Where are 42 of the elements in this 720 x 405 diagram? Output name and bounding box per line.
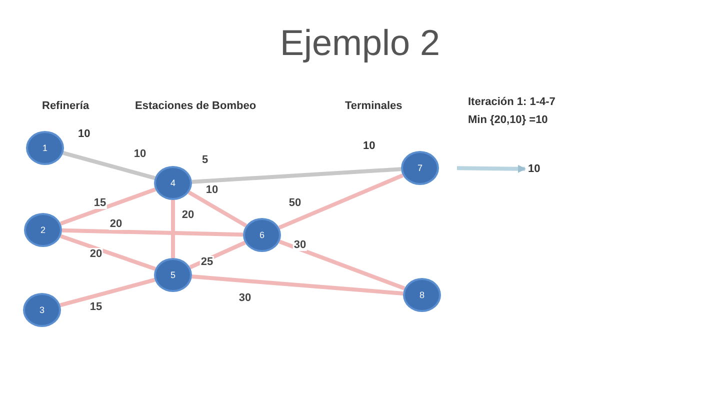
connector-line (60, 278, 156, 308)
connector-line (192, 167, 402, 184)
connector-line (189, 240, 246, 270)
connector-line (192, 274, 404, 296)
edge-label: 10 (132, 148, 148, 160)
edge-label: 10 (204, 184, 220, 196)
edge-label: 25 (200, 256, 214, 268)
edge-label: 15 (88, 301, 104, 313)
node-circle: 1 (28, 133, 62, 163)
connector-line (188, 190, 248, 228)
title: Ejemplo 2 (278, 22, 442, 64)
connector-line (60, 234, 156, 271)
edge-label: 50 (288, 197, 302, 209)
edge-label: 20 (180, 209, 196, 221)
edge-label: 15 (92, 197, 108, 209)
node-circle: 3 (25, 295, 59, 325)
column-heading: Refinería (42, 100, 90, 112)
node-circle: 6 (245, 220, 279, 250)
node-circle: 7 (403, 153, 437, 183)
edge-label: 5 (200, 154, 210, 166)
connector-line (171, 200, 175, 258)
capacity-value: 10 (363, 140, 376, 152)
node-circle: 4 (156, 168, 190, 198)
capacity-value: 10 (78, 128, 90, 140)
edge-label: 20 (88, 248, 104, 260)
connector-line (278, 173, 404, 230)
connector-line (60, 187, 156, 226)
connector-line (62, 151, 156, 180)
connector-line (278, 240, 406, 290)
connector-line (62, 228, 244, 237)
iteration-note: Iteración 1: 1-4-7 (468, 96, 556, 108)
column-heading: Terminales (345, 100, 402, 112)
edge-label: 20 (108, 218, 124, 230)
arrow (456, 164, 526, 173)
node-circle: 8 (405, 280, 439, 310)
flow-value: 10 (528, 163, 540, 175)
edge-label: 30 (292, 239, 308, 251)
edge-label: 30 (238, 292, 252, 304)
node-circle: 2 (26, 215, 60, 245)
iteration-note: Min {20,10} =10 (468, 114, 548, 126)
node-circle: 5 (156, 260, 190, 290)
column-heading: Estaciones de Bombeo (135, 100, 256, 112)
